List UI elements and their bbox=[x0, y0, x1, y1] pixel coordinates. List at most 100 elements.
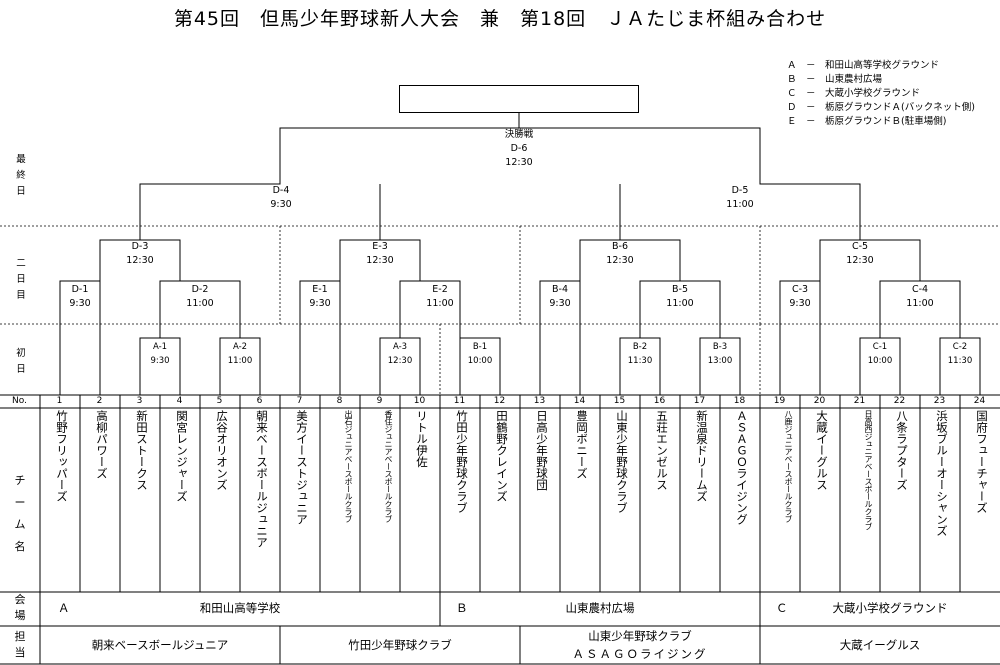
responsible-5: 大蔵イーグルス bbox=[839, 638, 921, 652]
match-time: 9:30 bbox=[150, 356, 170, 366]
match-code: B-1 bbox=[472, 342, 488, 352]
match-final: 決勝戦 D-6 12:30 bbox=[505, 128, 534, 170]
team-name: 日高少年野球団 bbox=[535, 410, 549, 491]
match-time: 11:00 bbox=[666, 298, 694, 309]
team-name: 出石ジュニアベースボールクラブ bbox=[344, 410, 353, 523]
match-code: B-4 bbox=[552, 284, 568, 295]
venue-header: 会場 bbox=[14, 593, 26, 622]
team-number: 21 bbox=[853, 396, 866, 406]
team-number: 20 bbox=[813, 396, 826, 406]
team-number: 7 bbox=[296, 396, 303, 406]
match-time: 10:00 bbox=[867, 356, 893, 366]
legend-venue-c: Ｃ － 大蔵小学校グラウンド bbox=[787, 88, 921, 99]
no-header: No. bbox=[12, 396, 27, 406]
venue-b-name: 山東農村広場 bbox=[565, 601, 635, 615]
team-number: 10 bbox=[413, 396, 426, 406]
match-b5: B-5 11:00 bbox=[666, 283, 693, 311]
match-code: B-5 bbox=[671, 284, 688, 295]
team-name: 新温泉ドリームズ bbox=[695, 410, 709, 502]
match-time: 12:30 bbox=[366, 255, 394, 266]
match-a1: A-1 9:30 bbox=[150, 340, 169, 368]
match-time: 11:00 bbox=[906, 298, 934, 309]
team-name: 田鶴野クレインズ bbox=[495, 410, 509, 502]
match-code: A-1 bbox=[152, 342, 168, 352]
team-name: ＡＳＡＧＯライジング bbox=[735, 410, 749, 525]
match-b2: B-2 11:30 bbox=[628, 340, 653, 368]
team-name: 香住ジュニアベースボールクラブ bbox=[384, 410, 393, 523]
match-time: 9:30 bbox=[549, 298, 571, 309]
match-final-title: 決勝戦 bbox=[504, 129, 534, 140]
team-name: 八鹿ジュニアベースボールクラブ bbox=[784, 410, 793, 523]
match-time: 9:30 bbox=[69, 298, 91, 309]
team-number: 15 bbox=[613, 396, 626, 406]
team-number: 18 bbox=[733, 396, 746, 406]
match-code: B-2 bbox=[632, 342, 648, 352]
venue-b-letter: Ｂ bbox=[456, 601, 468, 615]
match-b4: B-4 9:30 bbox=[549, 283, 570, 311]
match-code: C-5 bbox=[851, 241, 869, 252]
team-name: 日高西ジュニアベースボールクラブ bbox=[864, 410, 873, 530]
match-code: D-3 bbox=[131, 241, 149, 252]
match-time: 9:30 bbox=[309, 298, 331, 309]
team-name: 浜坂ブルーオーシャンズ bbox=[935, 410, 949, 537]
match-time: 11:30 bbox=[627, 356, 653, 366]
team-name: リトル伊佐 bbox=[415, 410, 429, 468]
team-number: 17 bbox=[693, 396, 706, 406]
match-code: A-2 bbox=[232, 342, 248, 352]
legend-venue-e: Ｅ － 栃原グラウンドＢ(駐車場側) bbox=[787, 116, 947, 127]
team-name: 高柳パワーズ bbox=[95, 410, 109, 479]
match-e1: E-1 9:30 bbox=[309, 283, 330, 311]
match-code: D-4 bbox=[272, 185, 290, 196]
legend-venue-a: Ａ － 和田山高等学校グラウンド bbox=[787, 60, 940, 71]
team-number: 4 bbox=[176, 396, 183, 406]
team-name: 豊岡ボニーズ bbox=[575, 410, 589, 479]
match-time: 12:30 bbox=[387, 356, 413, 366]
match-c5: C-5 12:30 bbox=[846, 240, 873, 268]
team-number: 12 bbox=[493, 396, 506, 406]
legend-venue-d: Ｄ － 栃原グラウンドＡ(バックネット側) bbox=[787, 102, 975, 113]
responsible-2: 竹田少年野球クラブ bbox=[348, 638, 452, 652]
team-number: 9 bbox=[376, 396, 383, 406]
team-name: 大蔵イーグルス bbox=[815, 410, 829, 491]
match-d3: D-3 12:30 bbox=[126, 240, 153, 268]
match-time: 9:30 bbox=[789, 298, 811, 309]
team-name: 広谷オリオンズ bbox=[215, 410, 229, 491]
team-number: 8 bbox=[336, 396, 343, 406]
page-title: 第45回 但馬少年野球新人大会 兼 第18回 ＪＡたじま杯組み合わせ bbox=[173, 8, 827, 30]
team-name: 美方イーストジュニア bbox=[295, 410, 309, 525]
team-name: 竹野フリッパーズ bbox=[55, 410, 69, 502]
match-time: 13:00 bbox=[707, 356, 733, 366]
team-name: 国府フューチャーズ bbox=[975, 410, 989, 514]
responsible-1: 朝来ベースボールジュニア bbox=[91, 638, 229, 652]
venue-c-name: 大蔵小学校グラウンド bbox=[832, 601, 948, 615]
match-time: 12:30 bbox=[606, 255, 634, 266]
match-code: C-2 bbox=[952, 342, 968, 352]
responsible-4: ＡＳＡＧＯライジング bbox=[572, 647, 708, 661]
team-number: 1 bbox=[56, 396, 63, 406]
team-name: 八条ラプターズ bbox=[895, 410, 909, 491]
match-code: E-2 bbox=[432, 284, 448, 295]
match-time: 11:00 bbox=[426, 298, 454, 309]
champion-box bbox=[399, 85, 639, 113]
match-time: 12:30 bbox=[126, 255, 154, 266]
match-code: E-1 bbox=[312, 284, 328, 295]
responsible-3: 山東少年野球クラブ bbox=[588, 629, 692, 643]
day-label-first: 初日 bbox=[16, 348, 26, 375]
team-number: 22 bbox=[893, 396, 906, 406]
match-code: D-1 bbox=[71, 284, 89, 295]
team-name: 五荘エンゼルス bbox=[655, 410, 669, 491]
match-d1: D-1 9:30 bbox=[69, 283, 90, 311]
match-time: 12:30 bbox=[846, 255, 874, 266]
team-number: 3 bbox=[136, 396, 143, 406]
day-label-second: 二日目 bbox=[16, 258, 26, 301]
team-name: 竹田少年野球クラブ bbox=[455, 410, 469, 514]
